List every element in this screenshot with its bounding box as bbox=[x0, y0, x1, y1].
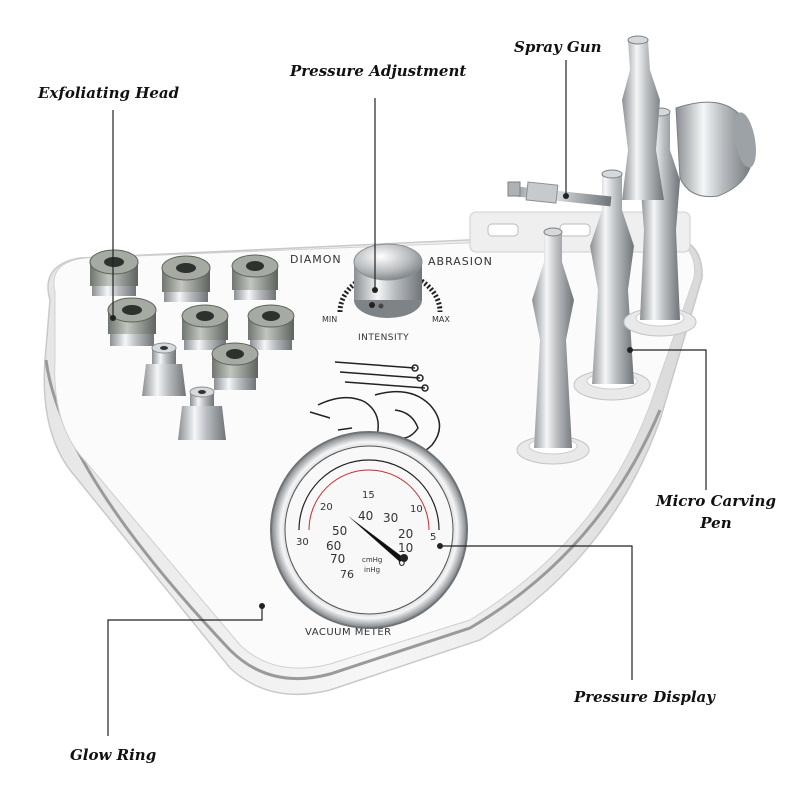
leader-glow-ring bbox=[107, 606, 263, 736]
label-micro-carving-pen-line1: Micro Carving bbox=[656, 492, 776, 510]
vacuum-gauge: 30 20 15 10 5 40 30 50 20 60 70 10 76 0 … bbox=[270, 431, 468, 629]
exfoliating-heads bbox=[89, 249, 295, 440]
knob-min-label: MIN bbox=[322, 315, 337, 324]
gauge-inner-tick: 76 bbox=[340, 568, 354, 581]
label-micro-carving-pen: Micro Carving Pen bbox=[656, 490, 776, 534]
label-pressure-adjustment: Pressure Adjustment bbox=[290, 62, 467, 80]
gauge-unit-top: cmHg bbox=[362, 556, 382, 564]
gauge-inner-tick: 70 bbox=[330, 552, 345, 566]
diamond-head[interactable] bbox=[247, 304, 295, 350]
pen-holder[interactable] bbox=[516, 227, 590, 465]
gauge-needle bbox=[348, 516, 404, 562]
pressure-knob[interactable] bbox=[353, 243, 423, 318]
gauge-unit-bottom: inHg bbox=[364, 566, 380, 574]
gauge-inner-tick: 0 bbox=[398, 555, 406, 569]
gauge-outer-tick: 10 bbox=[410, 504, 423, 515]
diamond-head[interactable] bbox=[89, 249, 139, 296]
knob-intensity-label: INTENSITY bbox=[358, 333, 409, 343]
gauge-inner-tick: 30 bbox=[383, 511, 398, 525]
label-exfoliating-head: Exfoliating Head bbox=[38, 84, 180, 102]
diamond-head[interactable] bbox=[161, 255, 211, 302]
diamond-head[interactable] bbox=[211, 342, 259, 390]
diamond-head[interactable] bbox=[231, 254, 279, 300]
vacuum-meter-label: VACUUM METER bbox=[305, 627, 392, 638]
gauge-inner-tick: 10 bbox=[398, 541, 413, 555]
label-micro-carving-pen-line2: Pen bbox=[700, 514, 732, 532]
label-glow-ring: Glow Ring bbox=[70, 746, 157, 764]
brand-left: DIAMON bbox=[290, 253, 342, 266]
diamond-head[interactable] bbox=[107, 297, 157, 346]
micro-carving-pens bbox=[516, 107, 697, 465]
gauge-inner-tick: 40 bbox=[358, 509, 373, 523]
spray-gun[interactable] bbox=[507, 35, 760, 207]
glow-ring bbox=[44, 359, 662, 681]
gauge-inner-tick: 60 bbox=[326, 539, 341, 553]
knob-max-label: MAX bbox=[432, 315, 450, 324]
gauge-outer-tick: 20 bbox=[320, 502, 333, 513]
label-spray-gun: Spray Gun bbox=[514, 38, 602, 56]
leader-lines bbox=[107, 60, 707, 736]
gauge-outer-tick: 5 bbox=[430, 532, 436, 543]
diamond-head[interactable] bbox=[181, 304, 229, 350]
leader-micro-carving-pen bbox=[630, 349, 707, 490]
label-pressure-display: Pressure Display bbox=[574, 688, 715, 706]
gauge-inner-tick: 20 bbox=[398, 527, 413, 541]
cone-head[interactable] bbox=[178, 386, 226, 440]
brand-right: ABRASION bbox=[428, 255, 493, 268]
gauge-outer-tick: 30 bbox=[296, 537, 309, 548]
leader-pressure-display bbox=[440, 545, 633, 680]
gauge-inner-tick: 50 bbox=[332, 524, 347, 538]
pen-holder[interactable] bbox=[573, 169, 651, 401]
gauge-outer-tick: 15 bbox=[362, 490, 375, 501]
cone-head[interactable] bbox=[142, 342, 186, 396]
